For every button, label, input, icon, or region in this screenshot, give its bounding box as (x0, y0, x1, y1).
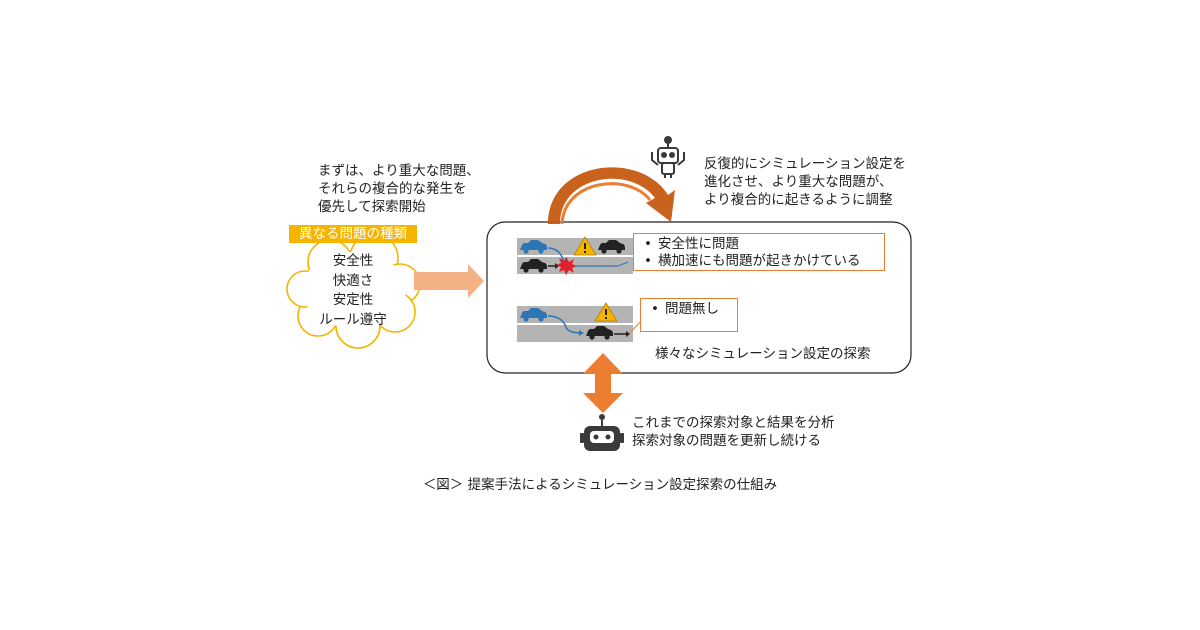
scenario2-result-box: 問題無し (640, 298, 738, 332)
warning-icon (594, 302, 618, 322)
panel-label: 様々なシミュレーション設定の探索 (655, 346, 871, 362)
figure-caption: ＜図＞ 提案手法によるシミュレーション設定探索の仕組み (422, 477, 778, 493)
result-item: 問題無し (651, 301, 731, 318)
problem-type-item: 安全性 (332, 253, 374, 269)
problem-type-item: 快適さ (332, 272, 374, 289)
problem-types-list: 安全性 快適さ 安定性 ルール遵守 (305, 252, 401, 330)
problem-types-label: 異なる問題の種類 (289, 225, 417, 243)
top-note: 反復的にシミュレーション設定を 進化させ、より重大な問題が、 より複合的に起きる… (704, 156, 906, 208)
iteration-arrow (548, 167, 675, 225)
path-line (547, 247, 565, 263)
feedback-arrow (583, 353, 623, 413)
crash-icon (556, 257, 577, 275)
result-item: 安全性に問題 (644, 236, 878, 253)
result-item: 横加速にも問題が起きかけている (644, 253, 878, 270)
left-note: まずは、より重大な問題、 それらの複合的な発生を 優先して探索開始 (318, 163, 480, 215)
robot-icon (651, 136, 685, 178)
input-arrow (414, 264, 484, 298)
warning-icon (573, 236, 597, 256)
scenario1-result-box: 安全性に問題 横加速にも問題が起きかけている (633, 233, 885, 271)
problem-type-item: 安定性 (332, 292, 374, 308)
bottom-note: これまでの探索対象と結果を分析 探索対象の問題を更新し続ける (632, 415, 835, 449)
problem-type-item: ルール遵守 (319, 311, 387, 328)
robot-head-icon (580, 414, 624, 451)
